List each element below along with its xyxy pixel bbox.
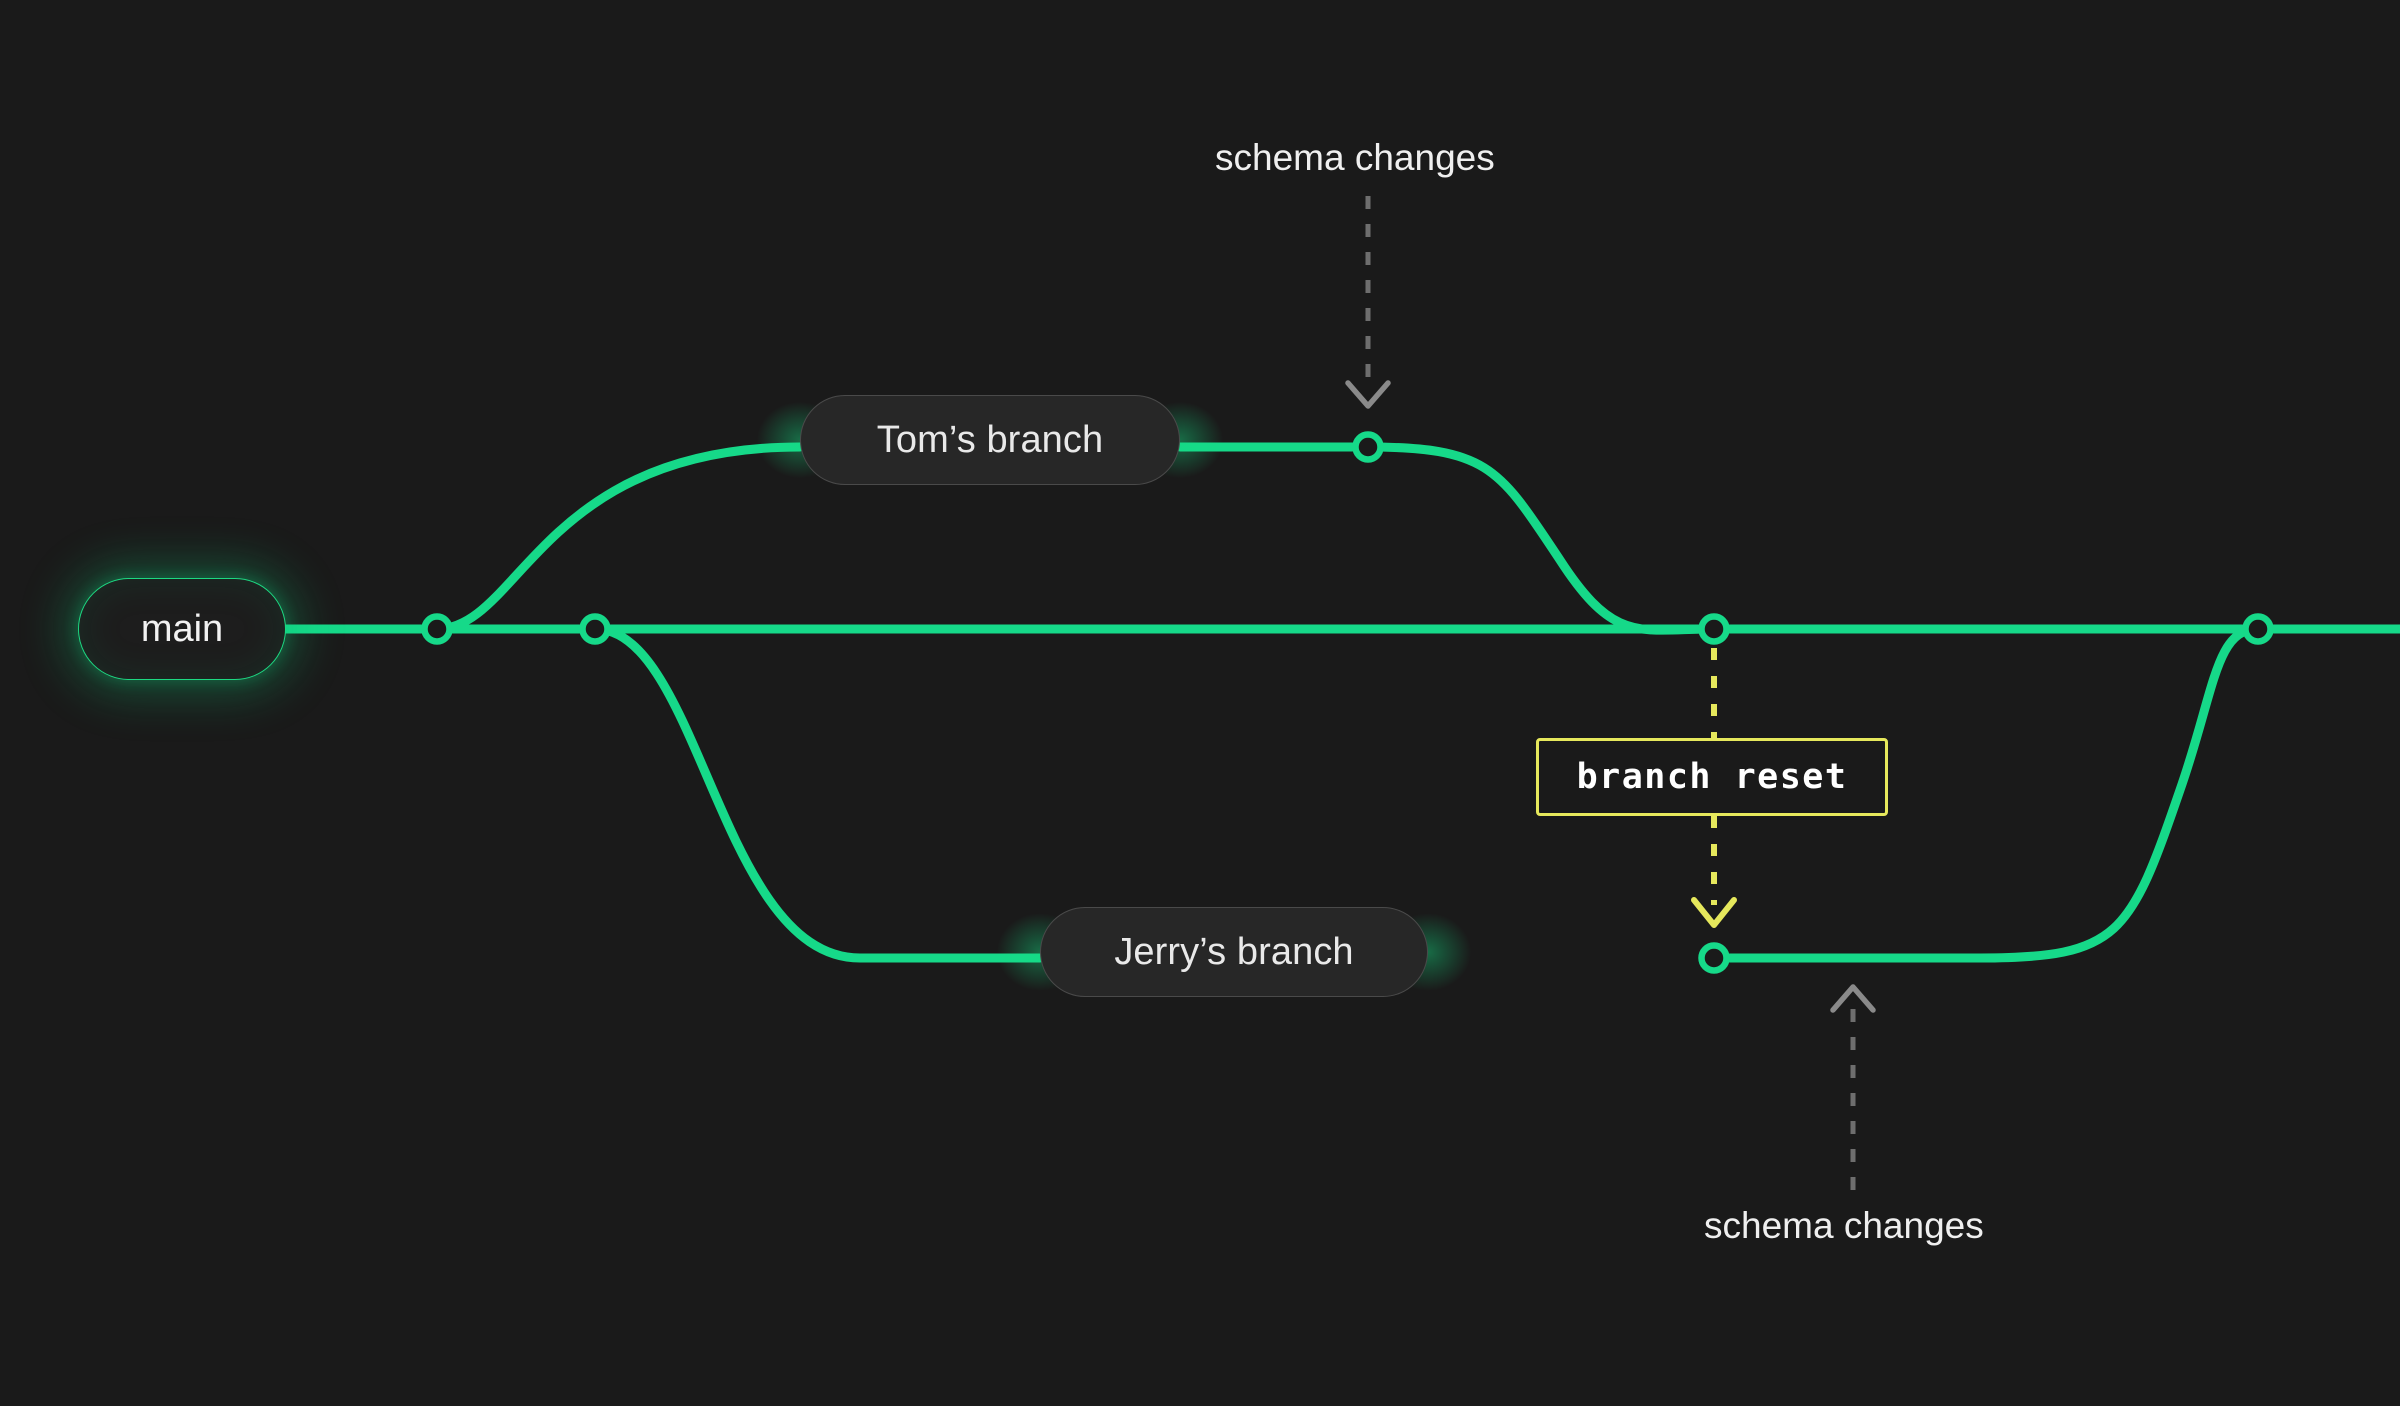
branch-reset-arrow <box>1691 648 1737 928</box>
tom-branch-pill[interactable]: Tom’s branch <box>800 395 1180 485</box>
down-arrow-icon <box>1691 897 1737 928</box>
branch-reset-label: branch reset <box>1576 757 1848 797</box>
main-branch-pill[interactable]: main <box>78 578 286 680</box>
tom-branch-line <box>432 442 1719 635</box>
tom-branch-label: Tom’s branch <box>876 418 1104 461</box>
annotation-arrow-bottom <box>1830 984 1876 1190</box>
annotation-label-schema-changes-top: schema changes <box>1215 137 1495 178</box>
annotation-arrow-top <box>1345 196 1391 409</box>
jerry-branch-line <box>590 624 2263 963</box>
commit-nodes <box>421 431 2274 974</box>
commit-node-main-merge[interactable] <box>1698 613 1730 645</box>
commit-node-main-2[interactable] <box>579 613 611 645</box>
commit-node-tom[interactable] <box>1352 431 1384 463</box>
commit-node-main-right[interactable] <box>2242 613 2274 645</box>
branch-reset-callout[interactable]: branch reset <box>1536 738 1888 816</box>
main-branch-label: main <box>140 607 224 650</box>
annotation-label-schema-changes-bottom: schema changes <box>1704 1205 1984 1246</box>
commit-node-jerry-reset[interactable] <box>1698 942 1730 974</box>
up-arrow-icon <box>1830 984 1876 1013</box>
jerry-branch-label: Jerry’s branch <box>1114 930 1354 973</box>
commit-node-main-1[interactable] <box>421 613 453 645</box>
jerry-branch-pill[interactable]: Jerry’s branch <box>1040 907 1428 997</box>
down-arrow-icon <box>1345 380 1391 409</box>
